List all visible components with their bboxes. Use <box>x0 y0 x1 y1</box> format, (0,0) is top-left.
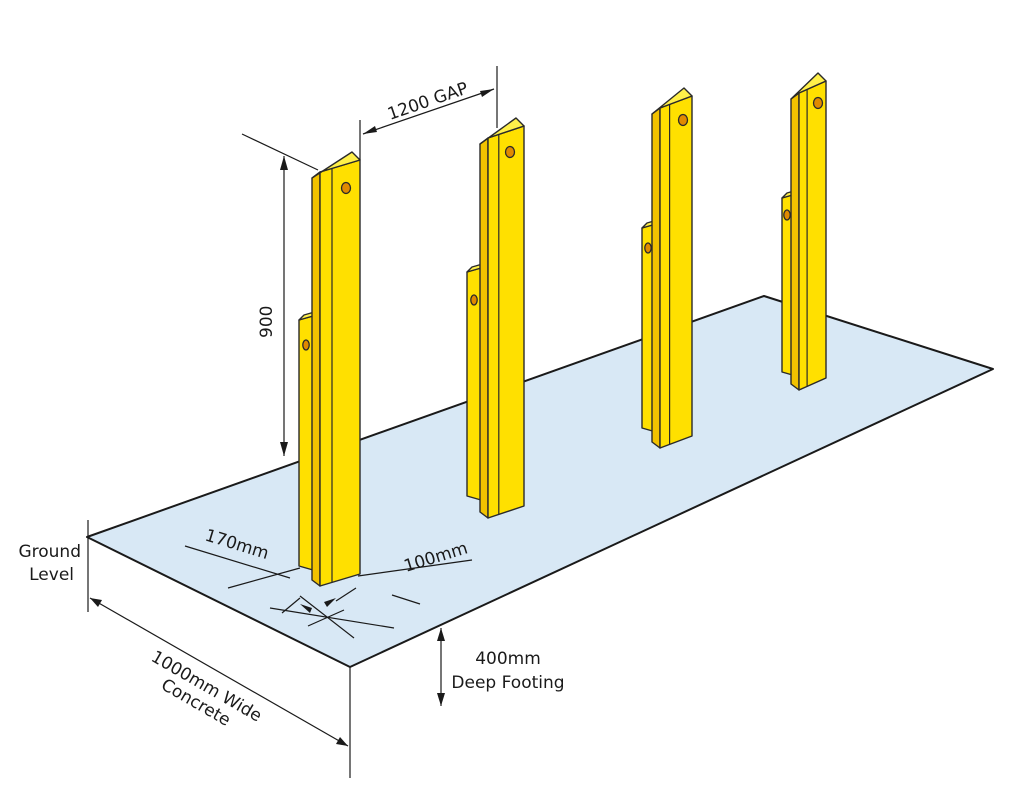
post-1-plate-hole <box>302 339 310 351</box>
post-3-main-top <box>651 87 693 115</box>
post-2-plate-hole <box>470 294 478 306</box>
post-2-main-side <box>479 137 489 519</box>
post-2 <box>466 117 525 519</box>
post-1-main-side <box>311 171 321 587</box>
post-4-main-side <box>790 92 800 391</box>
post-3-main-side <box>651 107 661 449</box>
post-4-plate-hole <box>783 209 791 221</box>
ground-label-line1: Ground <box>18 542 81 562</box>
posts-group <box>298 72 827 587</box>
post-2-main-top <box>479 117 525 145</box>
post-4 <box>781 72 827 391</box>
height-label: 900 <box>257 306 277 338</box>
post-3-main-front <box>659 95 693 449</box>
concrete-slab <box>86 295 994 668</box>
post-4-main-front <box>798 80 827 391</box>
post-3-plate-hole <box>644 242 652 254</box>
post-1 <box>298 151 361 587</box>
gap-label: 1200 GAP <box>385 79 471 125</box>
post-4-main-top <box>790 72 827 100</box>
post-2-top-hole <box>504 145 516 159</box>
base-width-arrows <box>269 587 395 639</box>
footing-label-line2: Deep Footing <box>451 673 564 693</box>
ground-label-line2: Level <box>29 565 74 585</box>
post-4-top-hole <box>812 96 824 110</box>
post-3 <box>641 87 693 449</box>
height-dimension: 900 <box>241 133 319 456</box>
footing-dimension: 400mm Deep Footing <box>437 628 565 706</box>
post-3-top-hole <box>677 113 689 127</box>
post-1-plate-front <box>298 315 314 571</box>
post-2-main-front <box>487 125 525 519</box>
gap-dimension: 1200 GAP <box>359 66 498 160</box>
post-1-top-hole <box>340 181 352 195</box>
post-1-main-front <box>319 159 361 587</box>
ground-level-dimension: Ground Level <box>18 520 89 612</box>
footing-label-line1: 400mm <box>475 649 541 669</box>
